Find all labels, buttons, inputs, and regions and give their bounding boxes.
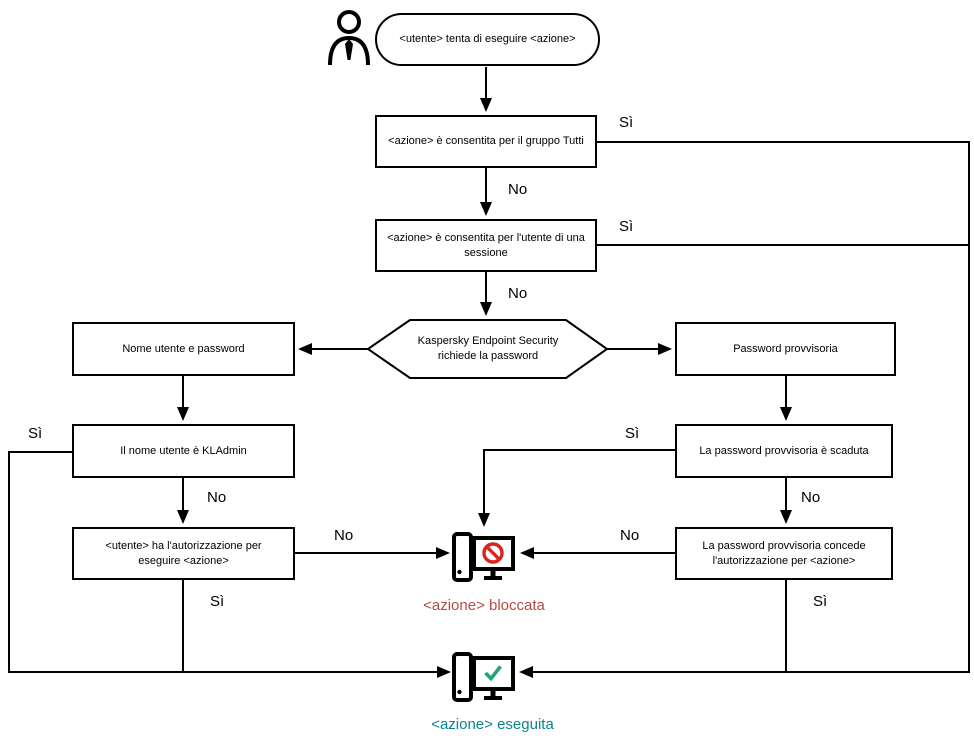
edge-label-expired-yes: Sì <box>625 425 640 442</box>
edge-expired-yes-to-blocked <box>478 449 675 527</box>
edge-label-permission-no: No <box>334 527 354 544</box>
node-password-prompt-label: Kaspersky Endpoint Security richiede la … <box>417 335 559 362</box>
edge-label-grants-yes: Sì <box>813 593 828 610</box>
edge-label-kladmin-no: No <box>207 489 227 506</box>
node-password-prompt: Kaspersky Endpoint Security richiede la … <box>378 320 598 378</box>
node-group-check-label: <azione> è consentita per il gruppo Tutt… <box>388 135 584 148</box>
node-kladmin-check-label: Il nome utente è KLAdmin <box>120 444 247 457</box>
computer-check-icon <box>452 652 515 702</box>
edge-label-session-no: No <box>508 285 528 302</box>
actor-icon <box>328 10 370 66</box>
node-temp-password-expired: La password provvisoria è scaduta <box>675 424 893 478</box>
edge-label-kladmin-yes: Sì <box>28 425 43 442</box>
edge-group-yes-to-executed <box>519 141 970 678</box>
edge-label-group-yes: Sì <box>619 114 634 131</box>
check-mark <box>484 665 502 682</box>
node-start: <utente> tenta di eseguire <azione> <box>375 13 600 66</box>
node-session-check: <azione> è consentita per l'utente di un… <box>375 219 597 272</box>
node-user-permission-check-label: <utente> ha l'autorizzazione per eseguir… <box>105 539 262 567</box>
node-username-password-label: Nome utente e password <box>122 342 245 355</box>
node-user-permission-check: <utente> ha l'autorizzazione per eseguir… <box>72 527 295 580</box>
edge-kladmin-yes-to-executed <box>8 451 451 678</box>
edge-label-grants-no: No <box>620 527 640 544</box>
status-executed-label: <azione> eseguita <box>431 716 554 733</box>
node-temp-password-grants-label: La password provvisoria concede l'autori… <box>702 539 866 567</box>
computer-blocked-icon <box>452 532 515 582</box>
edge-label-permission-yes: Sì <box>210 593 225 610</box>
node-username-password: Nome utente e password <box>72 322 295 376</box>
edge-label-session-yes: Sì <box>619 218 634 235</box>
node-temp-password-grants: La password provvisoria concede l'autori… <box>675 527 893 580</box>
node-temp-password-expired-label: La password provvisoria è scaduta <box>699 444 869 457</box>
edge-label-expired-no: No <box>801 489 821 506</box>
node-start-label: <utente> tenta di eseguire <azione> <box>399 33 576 46</box>
edge-label-group-no: No <box>508 181 528 198</box>
node-temp-password-label: Password provvisoria <box>733 342 838 355</box>
node-group-check: <azione> è consentita per il gruppo Tutt… <box>375 115 597 168</box>
prohibition-sign <box>482 542 504 564</box>
node-session-check-label: <azione> è consentita per l'utente di un… <box>387 231 585 259</box>
node-kladmin-check: Il nome utente è KLAdmin <box>72 424 295 478</box>
status-blocked-label: <azione> bloccata <box>423 597 545 614</box>
node-temp-password: Password provvisoria <box>675 322 896 376</box>
